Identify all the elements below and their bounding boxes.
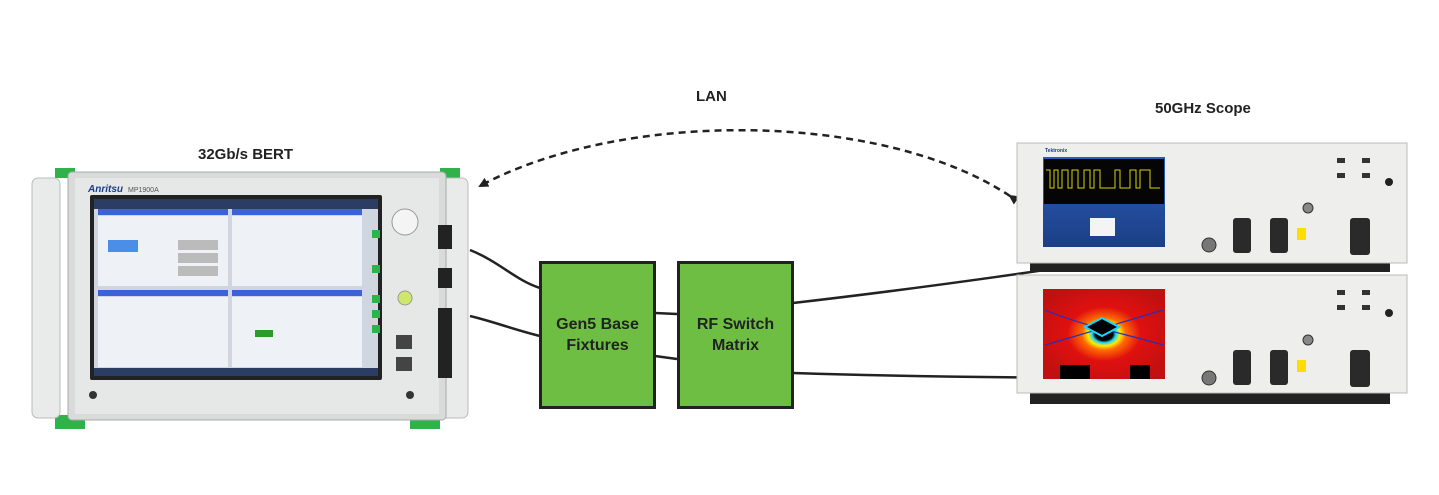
block-label-line1: RF Switch xyxy=(696,316,775,333)
cable-fixture-to-switch-2 xyxy=(654,354,678,361)
svg-text:MP1900A: MP1900A xyxy=(128,187,159,194)
cable-bert-to-fixture-2 xyxy=(469,314,541,338)
scope-brand-logo: Tektronix xyxy=(1045,148,1067,154)
block-label-line2: Fixtures xyxy=(566,337,629,354)
scope-instrument-top: Tektronix xyxy=(1016,142,1408,272)
scope-instrument-bottom xyxy=(1016,274,1408,404)
lan-connection-arrow xyxy=(478,129,1020,205)
bert-label: 32Gb/s BERT xyxy=(198,146,294,163)
block-label-line1: Gen5 Base xyxy=(556,316,639,333)
bert-instrument: Anritsu MP1900A xyxy=(31,168,469,429)
block-label-line2: Matrix xyxy=(711,337,760,354)
cable-bert-to-fixture-1 xyxy=(469,248,541,290)
bert-brand-logo: Anritsu xyxy=(87,184,123,195)
scope-label: 50GHz Scope xyxy=(1155,100,1251,117)
lan-label: LAN xyxy=(696,88,727,105)
cable-fixture-to-switch-1 xyxy=(654,311,678,316)
